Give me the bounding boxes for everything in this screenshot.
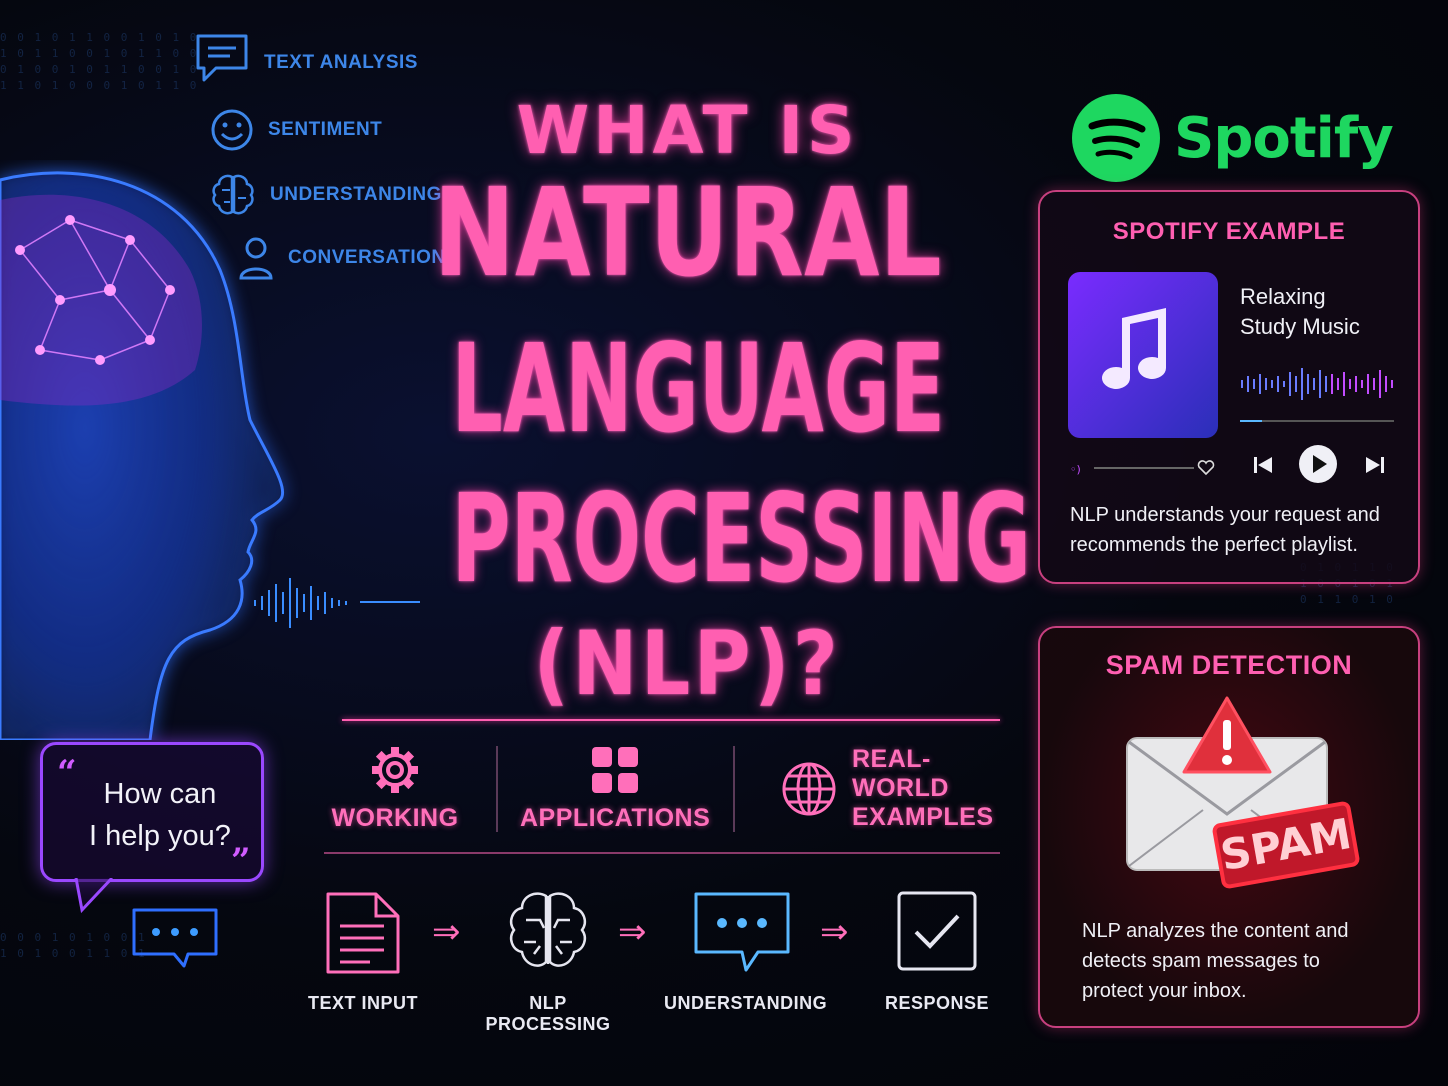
flow-arrow-icon: ⇒	[432, 913, 461, 951]
typing-indicator-icon	[132, 908, 218, 968]
spam-description: NLP analyzes the content and detects spa…	[1082, 916, 1348, 1006]
title-language: LANGUAGE	[451, 318, 945, 460]
track-title-line: Study Music	[1240, 314, 1360, 339]
svg-text:◦): ◦)	[1070, 463, 1081, 476]
person-icon	[239, 237, 273, 280]
smiley-icon	[211, 109, 253, 151]
nav-applications[interactable]: APPLICATIONS	[520, 742, 710, 833]
flow-arrow-icon: ⇒	[618, 913, 647, 951]
progress-fill	[1240, 420, 1262, 422]
spotify-description-line: NLP understands your request and	[1070, 504, 1380, 526]
feature-conversation: CONVERSATION	[238, 236, 446, 280]
track-title-line: Relaxing	[1240, 284, 1326, 309]
spotify-wordmark: Spotify	[1174, 105, 1394, 171]
binary-background-left: 0 0 1 0 1 1 0 0 1 0 1 0 1 0 1 1 0 0 1 0 …	[0, 31, 199, 92]
progress-bar[interactable]	[1240, 420, 1394, 422]
spotify-description: NLP understands your request and recomme…	[1070, 500, 1380, 560]
track-title: Relaxing Study Music	[1240, 282, 1360, 342]
spotify-example-card: SPOTIFY EXAMPLE Relaxing Study Music ◦)	[1038, 190, 1420, 584]
divider-top	[342, 719, 1000, 721]
spam-description-line: NLP analyzes the content and	[1082, 920, 1349, 942]
chat-icon	[196, 34, 248, 82]
spam-description-line: protect your inbox.	[1082, 980, 1247, 1002]
checkmark-icon	[897, 891, 977, 971]
nav-separator	[496, 746, 498, 832]
feature-label: TEXT ANALYSIS	[264, 52, 418, 73]
spotify-card-title: SPOTIFY EXAMPLE	[1112, 218, 1346, 245]
title-nlp: (NLP)?	[533, 612, 842, 715]
divider-bottom	[324, 852, 1000, 854]
ai-head-illustration	[0, 171, 420, 740]
spam-stamp-text: SPAM	[1216, 808, 1355, 881]
spotify-icon	[1072, 94, 1160, 182]
flow-label-response: RESPONSE	[884, 993, 990, 1013]
flow-label-text-input: TEXT INPUT	[307, 993, 418, 1013]
globe-icon	[782, 762, 836, 815]
flow-label-understanding: UNDERSTANDING	[664, 993, 828, 1013]
audio-waveform	[1241, 368, 1393, 400]
title-processing: PROCESSING	[451, 468, 1031, 610]
chat-bubble-line: How can	[103, 778, 217, 810]
gear-icon	[372, 747, 418, 793]
album-art-music-note-icon	[1068, 272, 1218, 438]
title-natural: NATURAL	[433, 162, 942, 304]
spam-card-title: SPAM DETECTION	[1105, 650, 1353, 680]
spam-description-line: detects spam messages to	[1082, 950, 1320, 972]
feature-understanding: UNDERSTANDING	[210, 172, 442, 218]
next-track-icon[interactable]	[1364, 454, 1386, 476]
spotify-description-line: recommends the perfect playlist.	[1070, 534, 1358, 556]
feature-text-analysis: TEXT ANALYSIS	[194, 32, 418, 84]
spotify-logo: Spotify	[1072, 94, 1394, 182]
flow-label-nlp-processing: NLP PROCESSING	[485, 993, 611, 1034]
warning-icon	[1182, 696, 1272, 774]
grid-icon	[592, 747, 638, 793]
chat-bubble-text: How can I help you?	[89, 773, 231, 857]
flow-arrow-icon: ⇒	[820, 913, 849, 951]
feature-label: CONVERSATION	[288, 247, 446, 268]
feature-sentiment: SENTIMENT	[210, 108, 382, 152]
close-quote-icon: ”	[231, 841, 251, 881]
spam-detection-card: SPAM DETECTION SPAM NLP analyzes the con…	[1038, 626, 1420, 1028]
chat-bubble: “ How can I help you? ”	[40, 742, 264, 882]
nav-examples-label-2: EXAMPLES	[852, 803, 994, 831]
volume-slider[interactable]: ◦)	[1068, 458, 1218, 478]
chat-dots-icon	[694, 892, 790, 972]
binary-background-bottom: 0 0 0 1 0 1 0 0 1 1 0 1 0 0 1 1 0 1	[0, 931, 147, 960]
feature-label: SENTIMENT	[268, 119, 383, 140]
open-quote-icon: “	[57, 753, 77, 793]
nav-separator	[733, 746, 735, 832]
nav-examples-label-1: REAL-WORLD	[852, 745, 949, 802]
nav-applications-label: APPLICATIONS	[520, 804, 711, 832]
previous-track-icon[interactable]	[1252, 454, 1274, 476]
brain-icon	[510, 892, 586, 967]
bubble-tail	[74, 878, 114, 914]
brain-icon	[212, 174, 254, 215]
chat-bubble-line: I help you?	[89, 820, 231, 852]
feature-label: UNDERSTANDING	[270, 184, 442, 205]
nav-working-label: WORKING	[331, 804, 459, 832]
play-button-icon[interactable]	[1298, 444, 1338, 484]
nav-working[interactable]: WORKING	[330, 742, 460, 833]
document-icon	[326, 892, 400, 974]
title-what-is: WHAT IS	[516, 92, 859, 169]
nav-real-world-examples[interactable]: REAL-WORLD EXAMPLES	[780, 745, 1010, 832]
